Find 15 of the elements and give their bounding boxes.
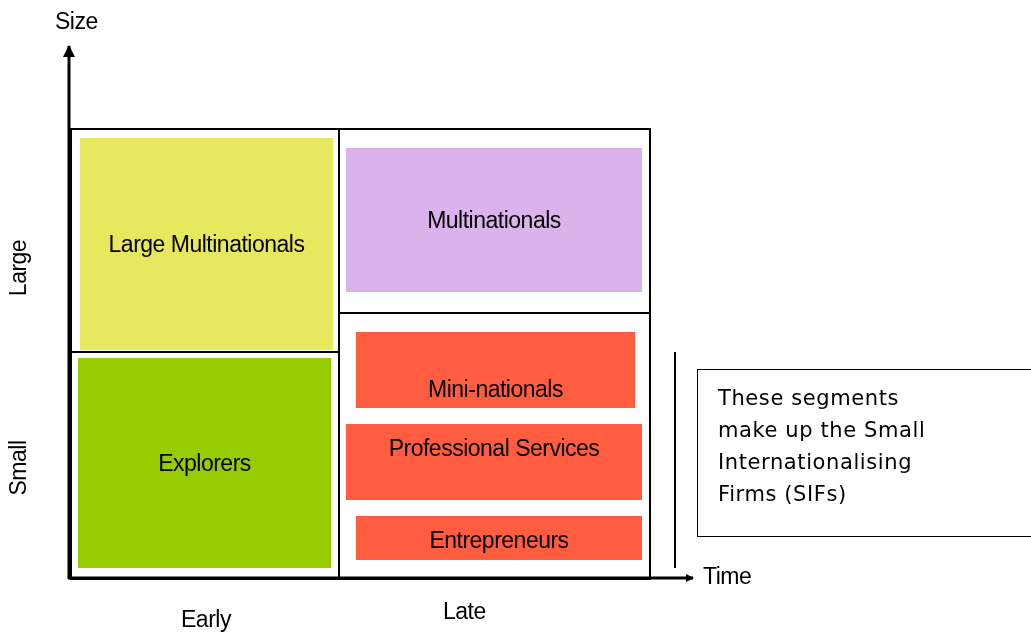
axis-title: Time — [703, 563, 752, 590]
axis-title: Size — [55, 8, 98, 35]
segment-box: Entrepreneurs — [356, 516, 642, 560]
axis-label: Early — [181, 606, 231, 633]
matrix-cell — [338, 128, 651, 314]
matrix-cell — [338, 312, 651, 580]
axis-label: Large — [5, 239, 32, 297]
segment-box: Professional Services — [346, 424, 642, 500]
segment-box: Mini-nationals — [356, 332, 635, 408]
axis-label: Small — [5, 440, 32, 496]
segment-box: Large Multinationals — [80, 138, 333, 350]
axis-label: Late — [443, 598, 486, 625]
note-box: These segments make up the Small Internationalising Firms (SIFs) — [697, 369, 1031, 537]
segment-box: Multinationals — [346, 148, 642, 292]
segment-box: Explorers — [78, 358, 331, 568]
